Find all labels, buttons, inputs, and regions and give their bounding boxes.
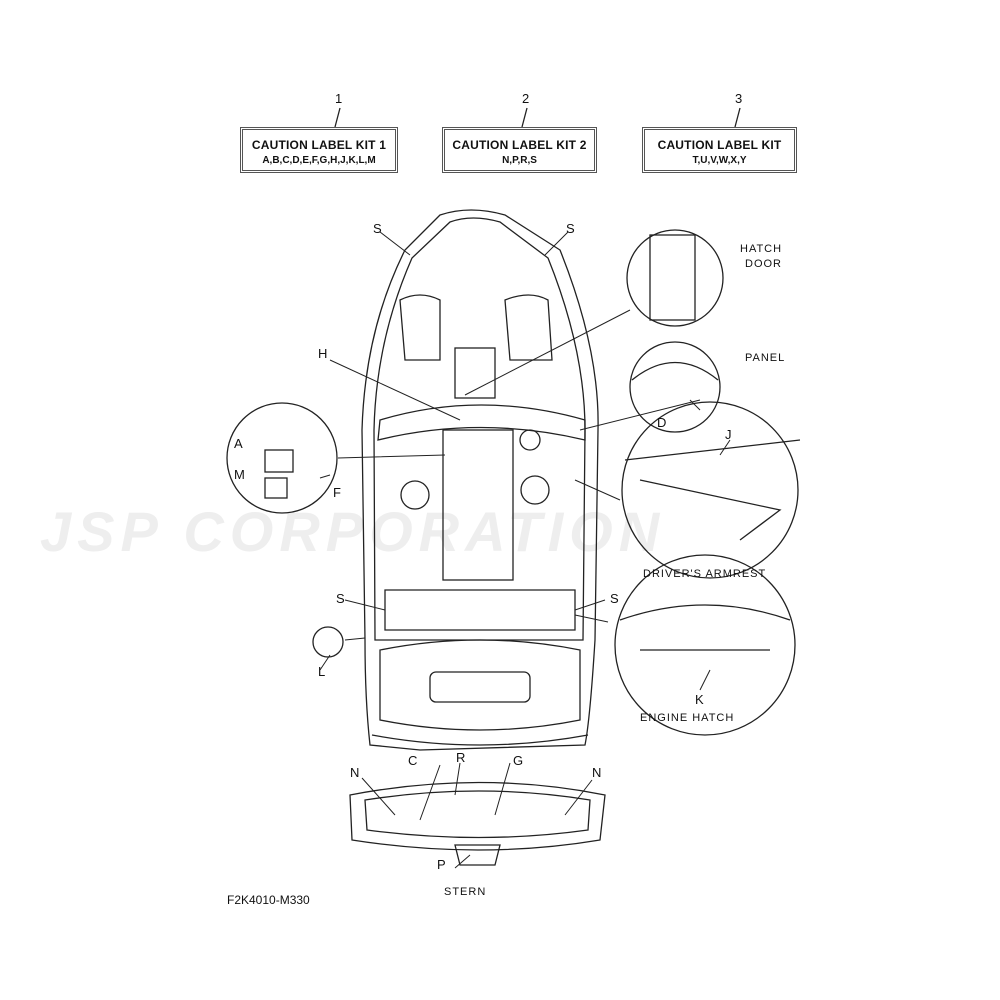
stern-view <box>349 781 606 851</box>
hatch-door-detail <box>626 229 724 327</box>
caption-panel: PANEL <box>745 352 786 364</box>
callout-j: J <box>725 427 732 442</box>
kit-1-box: CAUTION LABEL KIT 1 A,B,C,D,E,F,G,H,J,K,… <box>240 127 398 173</box>
callout-s: S <box>610 591 619 606</box>
callout-h: H <box>318 346 328 361</box>
callout-s: S <box>336 591 345 606</box>
kit-3-box: CAUTION LABEL KIT T,U,V,W,X,Y <box>642 127 797 173</box>
callout-l: L <box>318 664 326 679</box>
part-code: F2K4010-M330 <box>227 893 310 907</box>
callout-r: R <box>456 750 466 765</box>
callout-c: C <box>408 753 418 768</box>
kit-2-number: 2 <box>522 91 530 106</box>
callout-a: A <box>234 436 243 451</box>
caption-hatch: HATCH <box>740 243 783 255</box>
callout-m: M <box>234 467 245 482</box>
armrest-detail <box>621 401 799 579</box>
caption-engine-hatch: ENGINE HATCH <box>640 712 735 724</box>
panel-detail <box>629 341 721 433</box>
engine-hatch-detail <box>614 554 796 736</box>
detail-l <box>312 626 344 658</box>
callout-p: P <box>437 857 446 872</box>
kit-2-letters: N,P,R,S <box>502 155 537 166</box>
watermark: JSP CORPORATION <box>40 500 666 563</box>
kit-1-title: CAUTION LABEL KIT 1 <box>251 138 387 152</box>
callout-s: S <box>373 221 382 236</box>
callout-k: K <box>695 692 704 707</box>
callout-s: S <box>566 221 575 236</box>
detail-afm <box>226 402 338 514</box>
kit-1-number: 1 <box>335 91 343 106</box>
hull-outline <box>361 209 599 751</box>
callout-n: N <box>592 765 602 780</box>
callout-n: N <box>350 765 360 780</box>
caption-drivers-armrest: DRIVER'S ARMREST <box>643 568 767 580</box>
kit-2-box: CAUTION LABEL KIT 2 N,P,R,S <box>442 127 597 173</box>
callout-g: G <box>513 753 524 768</box>
kit-3-title: CAUTION LABEL KIT <box>657 138 782 152</box>
kit-2-title: CAUTION LABEL KIT 2 <box>452 138 587 152</box>
callout-d: D <box>657 415 667 430</box>
kit-3-number: 3 <box>735 91 743 106</box>
callout-f: F <box>333 485 341 500</box>
kit-1-letters: A,B,C,D,E,F,G,H,J,K,L,M <box>262 155 376 166</box>
caption-stern: STERN <box>444 886 487 898</box>
caption-door: DOOR <box>745 258 782 270</box>
kit-3-letters: T,U,V,W,X,Y <box>692 155 747 166</box>
